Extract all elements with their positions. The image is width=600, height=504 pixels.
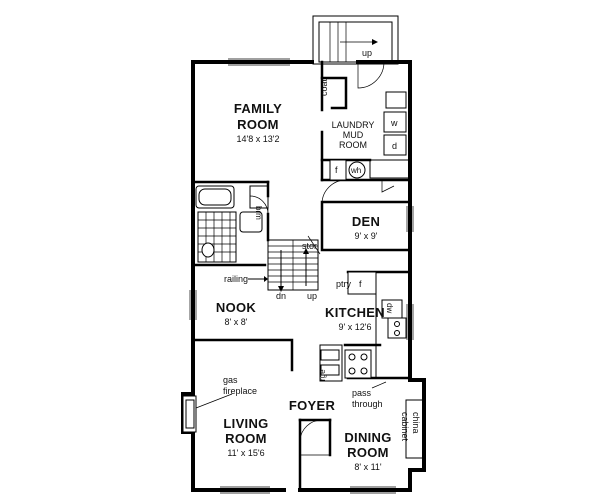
vanity-sink xyxy=(239,211,263,233)
living-room-name-line2: ROOM xyxy=(225,431,267,446)
refrigerator xyxy=(347,271,377,295)
china-cabinet-label-line2: cabinet xyxy=(400,412,410,442)
range xyxy=(344,349,372,379)
china-cabinet xyxy=(405,399,425,459)
foyer-name: FOYER xyxy=(289,398,336,413)
family-room-dims: 14'8 x 13'2 xyxy=(237,134,280,144)
dining-room-name-line1: DINING xyxy=(344,430,391,445)
kitchen-fixtures xyxy=(319,271,411,382)
pass-through-label-line1: pass xyxy=(352,388,372,398)
living-room-name-line1: LIVING xyxy=(223,416,268,431)
freezer xyxy=(329,159,347,181)
windows xyxy=(189,58,414,494)
doors xyxy=(249,61,395,456)
bathroom xyxy=(195,185,269,263)
water-heater-label: wh xyxy=(350,166,361,175)
china-cabinet-label-line1: china xyxy=(411,412,421,434)
dining-room-name-line2: ROOM xyxy=(347,445,389,460)
range-label: rge xyxy=(318,369,327,381)
coat-closet-label: coat xyxy=(319,78,329,96)
laundry-room-line2: MUD xyxy=(343,130,364,140)
dining-room-dims: 8' x 11' xyxy=(354,462,382,472)
laundry-fixtures xyxy=(329,91,411,181)
family-room-name-line1: FAMILY xyxy=(234,101,282,116)
bathroom-closet-label: brm xyxy=(254,206,263,220)
bath-closet xyxy=(249,185,269,209)
laundry-room-line1: LAUNDRY xyxy=(332,120,375,130)
dishwasher-label: dw xyxy=(385,303,394,313)
nook-dims: 8' x 8' xyxy=(225,317,248,327)
den-name: DEN xyxy=(352,214,380,229)
den-dims: 9' x 9' xyxy=(355,231,378,241)
storage-label: stor xyxy=(302,241,317,251)
freezer-label: f xyxy=(335,165,338,175)
note-leaders xyxy=(195,381,387,409)
gas-fireplace-label-line1: gas xyxy=(223,375,238,385)
stairs-down-label: dn xyxy=(276,291,286,301)
island-cabinet xyxy=(319,344,343,382)
dryer xyxy=(383,134,407,156)
gas-fireplace-label-line2: fireplace xyxy=(223,386,257,396)
kitchen-name: KITCHEN xyxy=(325,305,385,320)
nook-name: NOOK xyxy=(216,300,257,315)
laundry-room-line3: ROOM xyxy=(339,140,367,150)
fridge-label: f xyxy=(359,279,362,289)
railing-label: railing xyxy=(224,274,248,284)
family-room-name-line2: ROOM xyxy=(237,117,279,132)
bath-tile-floor xyxy=(197,211,237,263)
stairs-up-label: up xyxy=(307,291,317,301)
rear-steps xyxy=(312,15,399,65)
pantry-label: ptry xyxy=(336,279,352,289)
stairs xyxy=(248,235,321,292)
washer xyxy=(383,111,407,133)
living-room-dims: 11' x 15'6 xyxy=(227,448,264,458)
toilet xyxy=(201,242,215,258)
bathtub xyxy=(195,185,235,209)
water-heater xyxy=(348,161,366,179)
washer-label: w xyxy=(390,118,398,128)
exterior-walls xyxy=(181,60,426,492)
sink xyxy=(387,317,407,339)
up-exterior-label: up xyxy=(362,48,372,58)
pass-through-label-line2: through xyxy=(352,399,383,409)
kitchen-dims: 9' x 12'6 xyxy=(339,322,372,332)
dryer-label: d xyxy=(392,141,397,151)
